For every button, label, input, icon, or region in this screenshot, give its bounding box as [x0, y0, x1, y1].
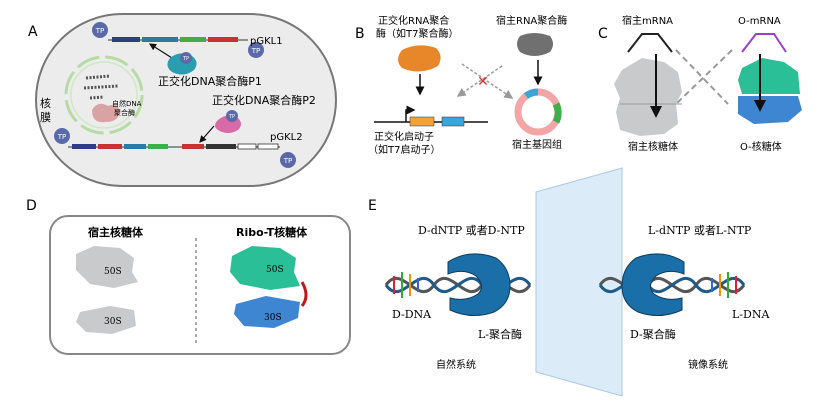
tp-label: TP — [182, 56, 189, 62]
block-x-icon: ✕ — [477, 74, 489, 90]
tp-icon — [92, 22, 108, 38]
pgkl1-label: pGKL1 — [250, 36, 283, 47]
tp-label: TP — [95, 27, 105, 35]
o-mrna — [741, 33, 787, 53]
nucleus-membrane — [64, 55, 144, 135]
host-polymerase — [517, 33, 553, 56]
l-polymerase — [447, 253, 511, 316]
l-dna-label: L-DNA — [732, 308, 770, 321]
l-pol-label: L-聚合酶 — [478, 327, 522, 341]
native-pol-label-1: 自然DNA — [112, 99, 142, 108]
nucleus-label-1: 核 — [40, 96, 51, 110]
cross-arrow-1 — [461, 63, 514, 99]
promoter-label-2: （如T7启动子） — [368, 143, 440, 156]
native-pol-label-2: 聚合酶 — [114, 108, 135, 117]
plasmid-green-segment — [552, 102, 562, 124]
host-30s-label: 30S — [104, 317, 122, 327]
tp-label: TP — [228, 114, 235, 120]
gene-box — [441, 116, 465, 127]
tp-icon — [280, 152, 296, 168]
tp-label: TP — [251, 47, 261, 55]
promoter-label-1: 正交化启动子 — [374, 130, 434, 143]
d-dna-label: D-DNA — [392, 308, 432, 321]
tp-icon — [54, 128, 70, 144]
host-pol-label: 宿主RNA聚合酶 — [496, 14, 567, 27]
mirror-system-label: 镜像系统 — [688, 358, 728, 371]
tp-icon — [248, 42, 264, 58]
panel-b: B 正交化RNA聚合 酶（如T7聚合酶） 宿主RNA聚合酶 ✕ 正交化启动子 （… — [355, 14, 567, 156]
panel-e: E D-dNTP 或者D-NTP L-dNTP 或者L-NTP D-DNA L-… — [368, 167, 770, 397]
ribot-30s-label: 30S — [264, 313, 282, 323]
t7-pol-label-2: 酶（如T7聚合酶） — [376, 27, 458, 40]
p1-label: 正交化DNA聚合酶P1 — [158, 74, 262, 88]
host-genome-label: 宿主基因组 — [512, 138, 562, 151]
t7-polymerase — [398, 45, 441, 72]
o-ribosome-small — [738, 96, 802, 124]
nucleus-label-2: 膜 — [40, 111, 51, 124]
panel-e-label: E — [368, 198, 377, 214]
ribot-30s — [234, 296, 300, 328]
cross-arrow-2 — [456, 65, 503, 97]
d-polymerase — [621, 253, 685, 316]
plasmid-blue-segment — [523, 88, 539, 99]
host-30s — [76, 306, 136, 334]
panel-a-label: A — [28, 24, 38, 40]
pgkl2-plasmid: TP TP pGKL2 — [54, 128, 303, 168]
pgkl1-plasmid: TP TP pGKL1 — [92, 22, 283, 58]
mirror-plane — [535, 167, 623, 397]
panel-b-label: B — [355, 26, 365, 42]
native-polymerase — [92, 103, 120, 123]
host-ribosome — [614, 58, 682, 136]
promoter-box — [409, 116, 435, 127]
host-title: 宿主核糖体 — [88, 225, 144, 239]
panel-c: C 宿主mRNA O-mRNA 宿主核糖体 O-核糖体 — [598, 14, 802, 153]
t7-pol-label-1: 正交化RNA聚合 — [378, 14, 449, 27]
o-mrna-label: O-mRNA — [738, 16, 781, 27]
p2-arrow — [199, 125, 215, 143]
panel-a: A 自然DNA 聚合酶 核 膜 TP TP pGKL1 — [28, 13, 337, 187]
o-ribosome-large — [738, 58, 800, 94]
host-50s-label: 50S — [104, 267, 122, 277]
d-pol-label: D-聚合酶 — [630, 327, 676, 341]
tp-label: TP — [283, 157, 293, 165]
host-50s — [76, 246, 138, 288]
d-dntp-label: D-dNTP 或者D-NTP — [418, 224, 525, 237]
ribot-50s — [230, 246, 300, 290]
tp-icon — [180, 52, 192, 64]
natural-system-label: 自然系统 — [436, 358, 476, 371]
chromosomes — [83, 74, 119, 100]
p1-arrow — [148, 43, 173, 59]
host-mrna — [627, 33, 673, 53]
panel-d-label: D — [26, 198, 37, 214]
ribot-50s-label: 50S — [266, 265, 284, 275]
host-genome-plasmid — [514, 88, 562, 136]
p2-label: 正交化DNA聚合酶P2 — [212, 93, 316, 107]
panel-c-label: C — [598, 26, 608, 42]
cross-dash-1 — [675, 49, 729, 105]
tether-link — [300, 281, 308, 307]
promoter-arrow-icon — [405, 105, 416, 122]
tp-icon — [226, 110, 238, 122]
nucleus-inner — [70, 61, 138, 129]
tp-label: TP — [57, 133, 67, 141]
l-dntp-label: L-dNTP 或者L-NTP — [648, 224, 752, 237]
pgkl2-label: pGKL2 — [270, 132, 303, 143]
host-ribosome-label: 宿主核糖体 — [628, 140, 678, 153]
panel-d: D 宿主核糖体 Ribo-T核糖体 50S 30S 50S 30S — [26, 198, 351, 355]
ribot-title: Ribo-T核糖体 — [236, 225, 308, 239]
host-mrna-label: 宿主mRNA — [622, 14, 673, 27]
cross-dash-2 — [675, 49, 733, 105]
o-ribosome-label: O-核糖体 — [740, 140, 782, 153]
